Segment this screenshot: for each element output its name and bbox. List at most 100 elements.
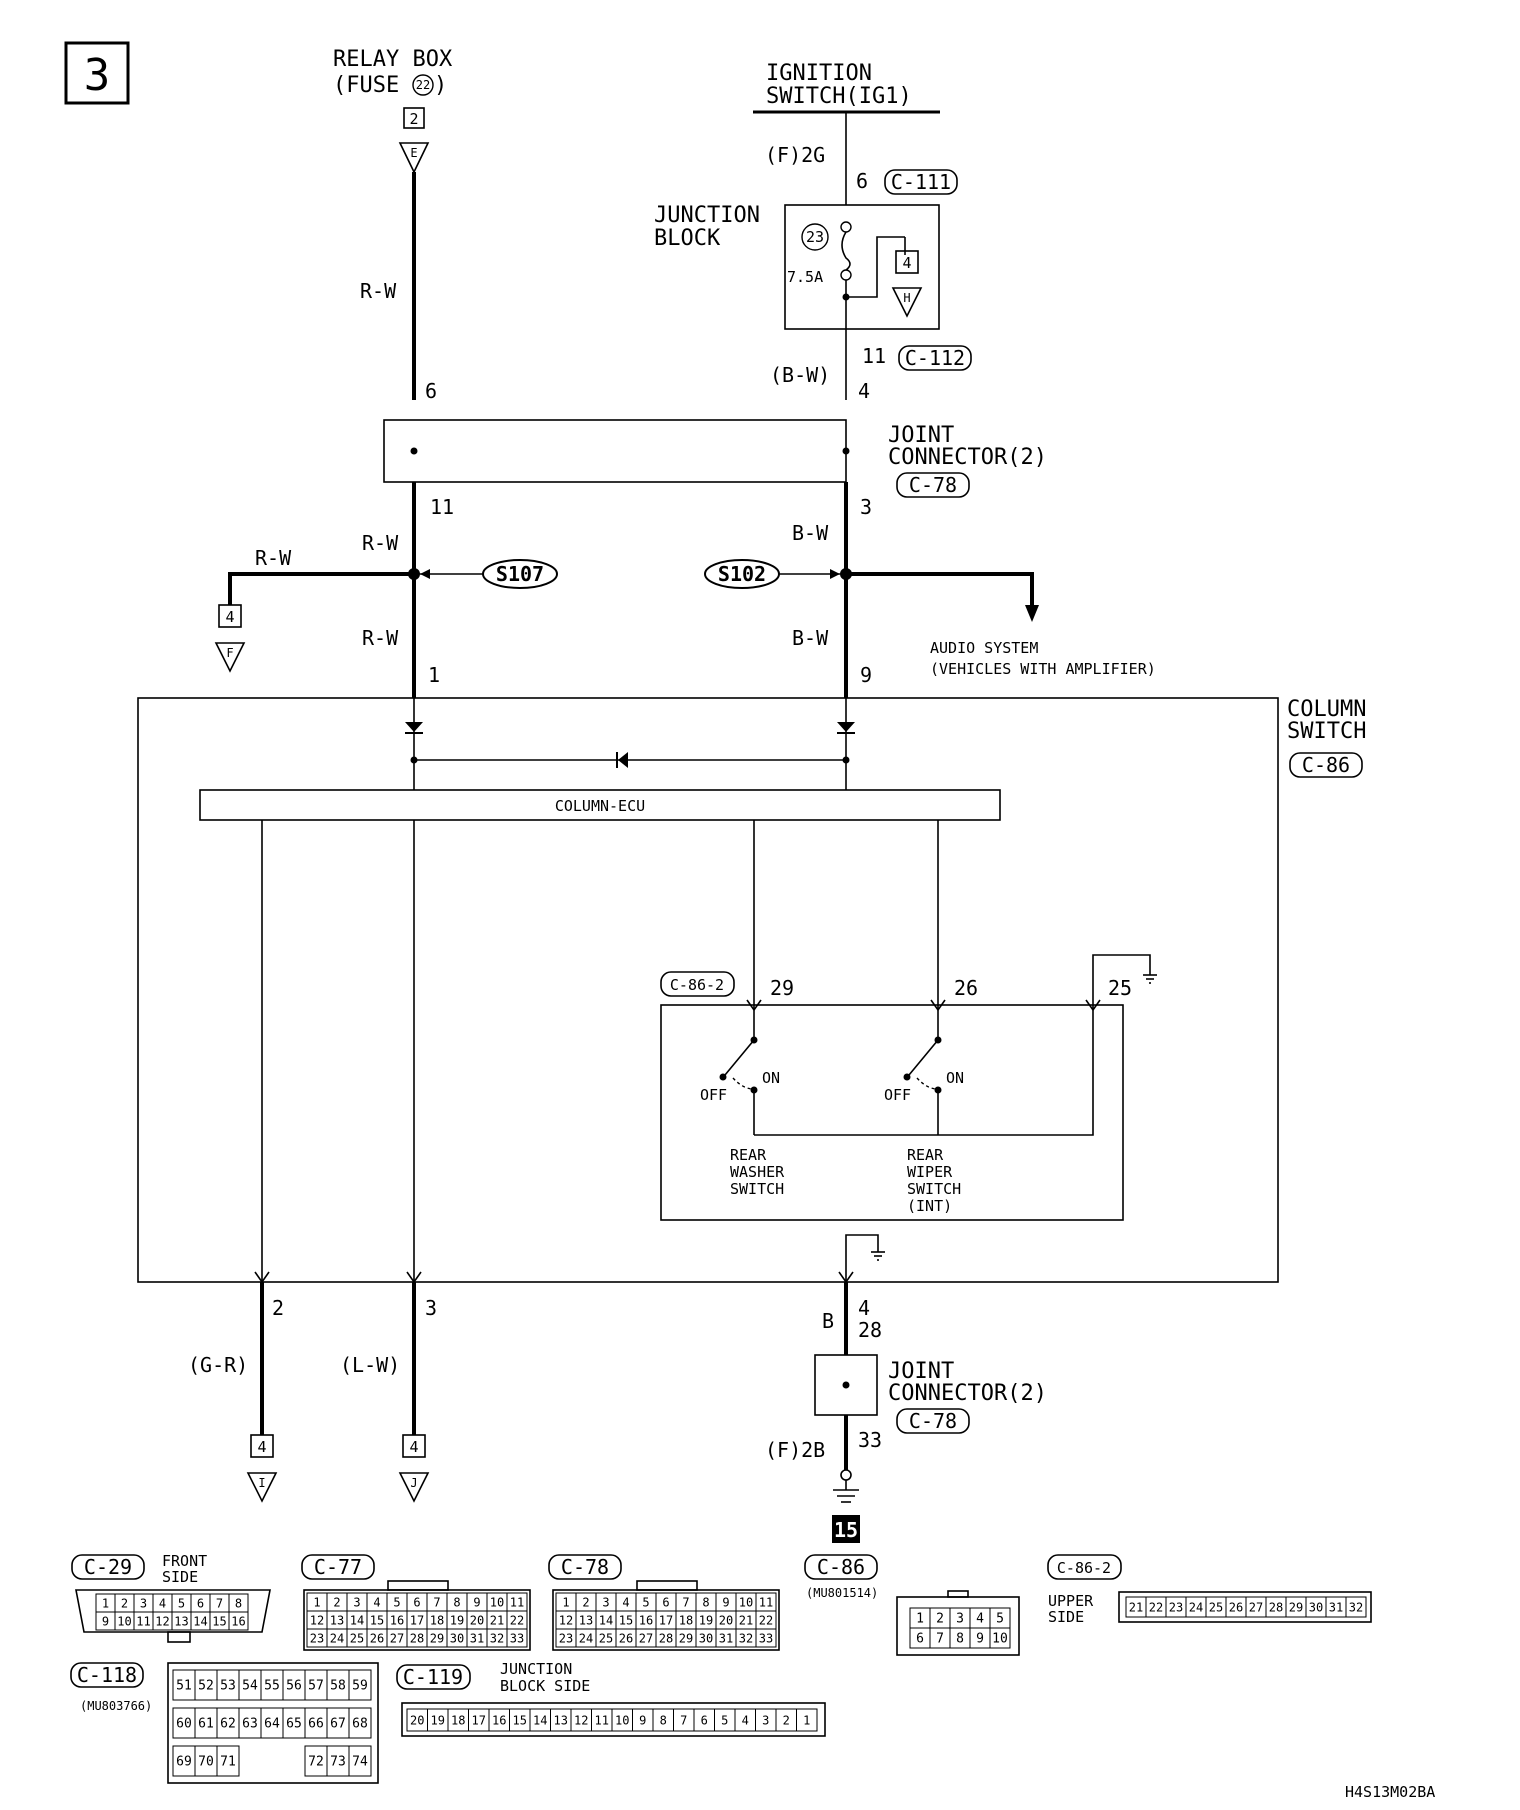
c78-pin: 12 [559, 1613, 573, 1627]
c29-pin: 1 [102, 1596, 109, 1610]
c77-pin: 7 [433, 1595, 440, 1609]
c78-pin: 30 [699, 1631, 713, 1645]
junction-fuse-number: 23 [806, 228, 824, 246]
c78-pin: 32 [739, 1631, 753, 1645]
c77-pin: 16 [390, 1613, 404, 1627]
junction-block-title-1: JUNCTION [654, 203, 760, 228]
c78-pin: 17 [659, 1613, 673, 1627]
c78-pin: 10 [739, 1595, 753, 1609]
c119-side-1: JUNCTION [500, 1660, 572, 1678]
c118-pin: 60 [176, 1717, 192, 1732]
c118-pin: 55 [264, 1679, 280, 1694]
c118-cell [239, 1746, 261, 1776]
c29-pin: 4 [159, 1596, 166, 1610]
c78-pin: 9 [722, 1595, 729, 1609]
c77-pin: 19 [450, 1613, 464, 1627]
page-number-box: 3 [64, 41, 130, 105]
c78-pin: 13 [579, 1613, 593, 1627]
c78-pin: 22 [759, 1613, 773, 1627]
c78-pin: 6 [662, 1595, 669, 1609]
out-mid-connector-letter: J [410, 1476, 417, 1490]
c78-pin: 15 [619, 1613, 633, 1627]
ignition-wire: (F)2G [765, 143, 825, 167]
wiper-label-1: REAR [907, 1146, 944, 1164]
wire-rw-upper: R-W [362, 531, 399, 555]
c118-pin: 53 [220, 1679, 236, 1694]
out-left-wire: (G-R) [188, 1353, 248, 1377]
column-switch-connector: C-86 [1302, 753, 1350, 777]
c78-pin: 4 [622, 1595, 629, 1609]
c119-label: C-119 [403, 1665, 463, 1689]
c78-pin: 8 [702, 1595, 709, 1609]
c118-pin: 64 [264, 1717, 280, 1732]
audio-line-1: AUDIO SYSTEM [930, 639, 1038, 657]
relay-box-source: RELAY BOX (FUSE 22 ) 2 E R-W 6 [333, 47, 453, 403]
c86-pin: 1 [916, 1612, 924, 1627]
c29-pin: 9 [102, 1614, 109, 1628]
c86-2-pin: 32 [1349, 1600, 1363, 1614]
c77-pin: 3 [353, 1595, 360, 1609]
c78-pin: 11 [759, 1595, 773, 1609]
c29-pin: 2 [121, 1596, 128, 1610]
splice-left-label: S107 [496, 562, 544, 586]
c119-pin: 9 [639, 1713, 646, 1727]
c86-label: C-86 [817, 1555, 865, 1579]
c118-pin: 63 [242, 1717, 258, 1732]
washer-label-1: REAR [730, 1146, 767, 1164]
out-mid-pin-box: 4 [409, 1438, 418, 1456]
c77-pin: 14 [350, 1613, 364, 1627]
c77-pin: 32 [490, 1631, 504, 1645]
wire-rw-lower: R-W [362, 626, 399, 650]
c118-pin: 73 [330, 1755, 346, 1770]
column-switch-title-2: SWITCH [1287, 719, 1366, 744]
c119-pin: 3 [762, 1713, 769, 1727]
c118-cell [348, 1669, 372, 1701]
c77-pin: 33 [510, 1631, 524, 1645]
c119-pin: 1 [803, 1713, 810, 1727]
wiper-label-4: (INT) [907, 1197, 952, 1215]
audio-line-2: (VEHICLES WITH AMPLIFIER) [930, 660, 1156, 678]
c77-pin: 8 [453, 1595, 460, 1609]
c78-pin: 5 [642, 1595, 649, 1609]
out-left-pin: 2 [272, 1296, 284, 1320]
c86-2-pin: 24 [1189, 1600, 1203, 1614]
c118-pin: 68 [352, 1717, 368, 1732]
c77-pin: 22 [510, 1613, 524, 1627]
c77-pin: 30 [450, 1631, 464, 1645]
c86-2-pin: 28 [1269, 1600, 1283, 1614]
joint-pin-in-left: 6 [425, 379, 437, 403]
relay-box-fuse-suffix: ) [434, 73, 447, 98]
c78-pin: 2 [582, 1595, 589, 1609]
c119-pin: 13 [554, 1713, 568, 1727]
c78-pin: 33 [759, 1631, 773, 1645]
page-number: 3 [84, 50, 111, 101]
c118-pin: 69 [176, 1755, 192, 1770]
c29-pin: 8 [235, 1596, 242, 1610]
c119-pin: 20 [410, 1713, 424, 1727]
ignition-pin: 6 [856, 169, 868, 193]
c29-pin: 6 [197, 1596, 204, 1610]
c86-2-pin: 27 [1249, 1600, 1263, 1614]
c77-pin: 21 [490, 1613, 504, 1627]
c78-pin: 27 [639, 1631, 653, 1645]
left-branch-pin: 4 [225, 608, 234, 626]
joint-top-connector: C-78 [909, 473, 957, 497]
wiper-off-label: OFF [884, 1086, 911, 1104]
switch-pin-25: 25 [1108, 976, 1132, 1000]
c119-pin: 12 [574, 1713, 588, 1727]
column-ecu-label: COLUMN-ECU [555, 797, 645, 815]
c118-pin: 61 [198, 1717, 214, 1732]
c119-pin: 5 [721, 1713, 728, 1727]
c118-pin: 57 [308, 1679, 324, 1694]
c29-pin: 12 [155, 1614, 169, 1628]
c86-pin: 4 [976, 1612, 984, 1627]
wiper-label-3: SWITCH [907, 1180, 961, 1198]
c118-pin: 67 [330, 1717, 346, 1732]
relay-box-fuse-prefix: (FUSE [333, 73, 399, 98]
